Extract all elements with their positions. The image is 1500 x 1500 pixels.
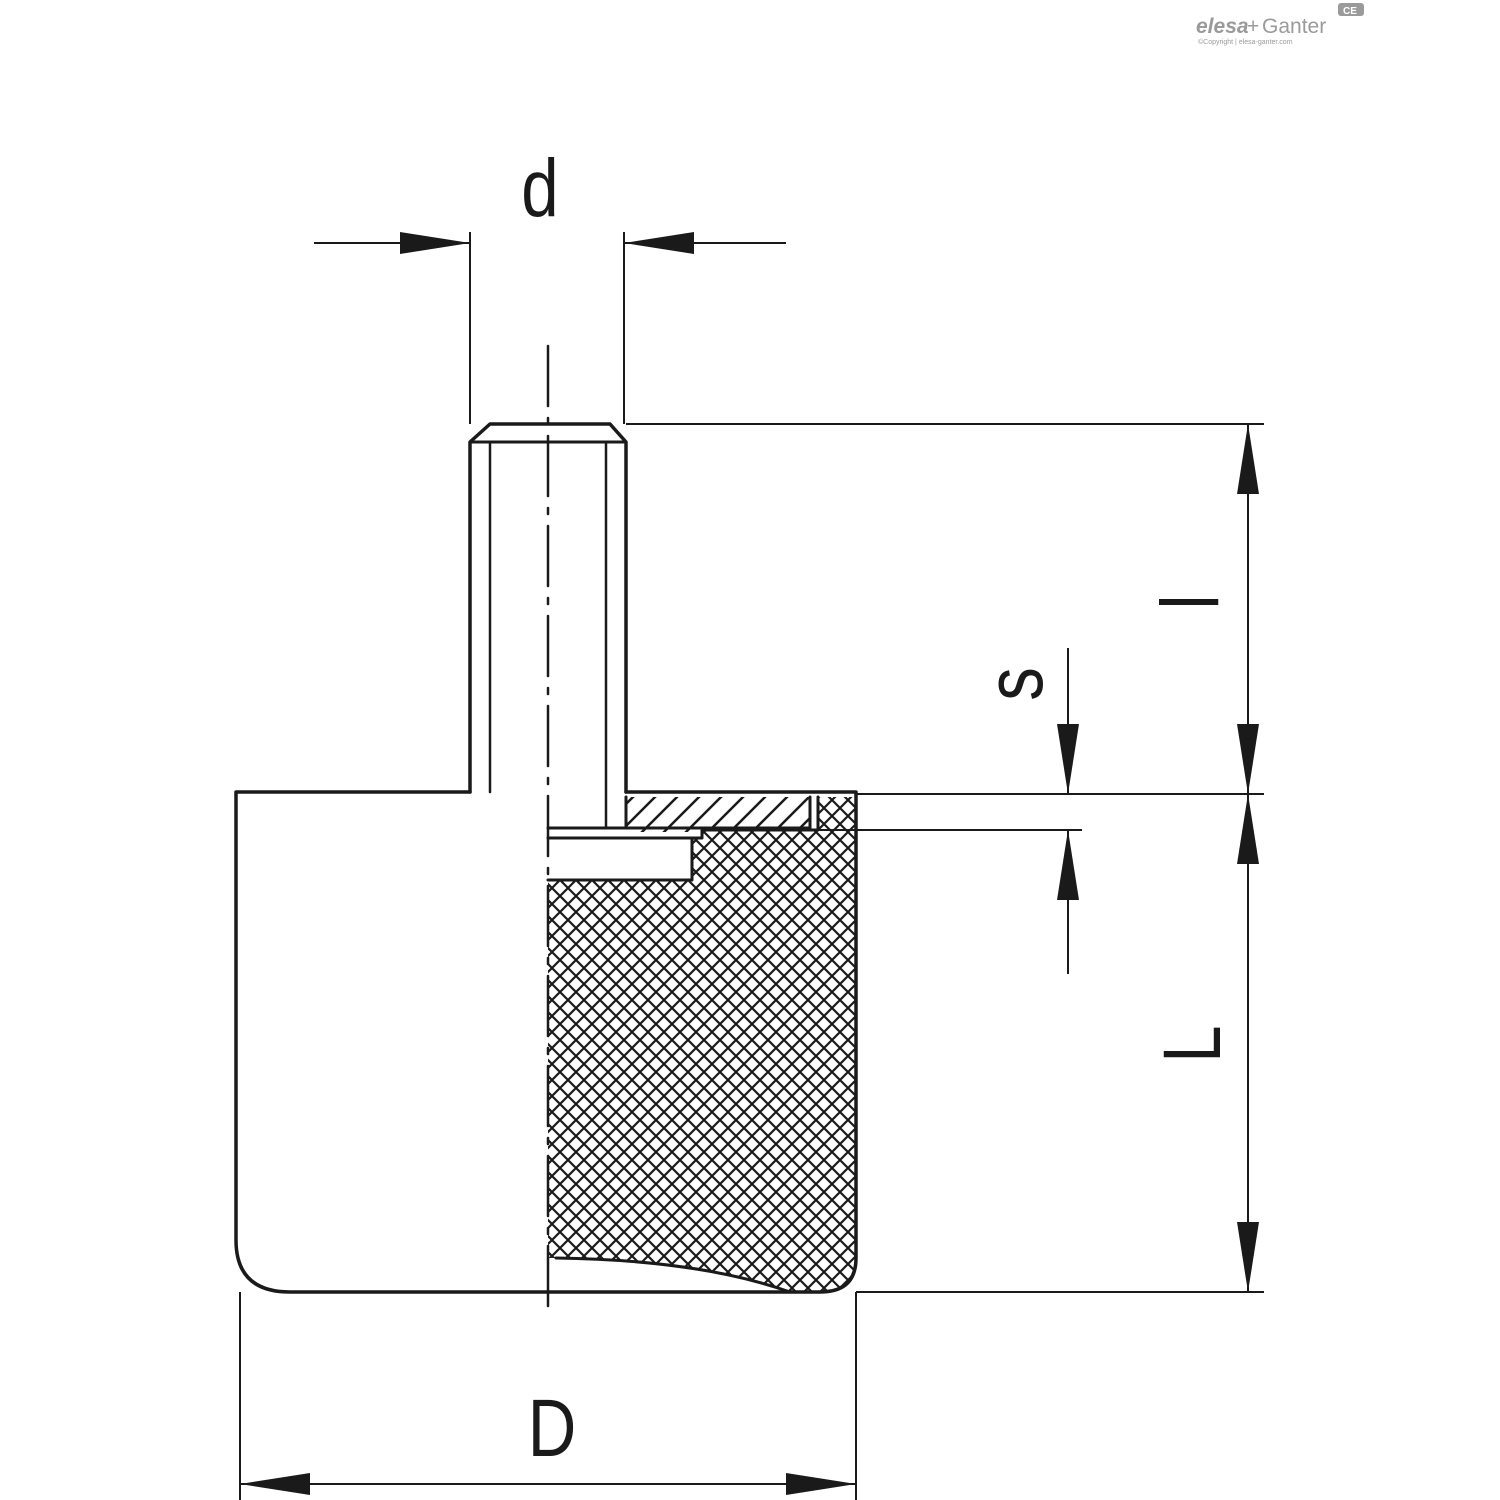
dimension-label-D: D [528, 1382, 577, 1474]
logo-brand-ganter: Ganter [1262, 15, 1326, 38]
logo-copyright: ©Copyright | elesa-ganter.com [1198, 38, 1293, 46]
dimension-L [1237, 794, 1259, 1292]
stud-head-outline [546, 826, 694, 882]
section-bottom-curve [554, 1256, 792, 1294]
dimension-lines [239, 232, 1264, 1500]
dimension-label-d: d [521, 142, 558, 234]
metal-washer-hatch [626, 797, 810, 832]
dimension-label-s: s [968, 667, 1060, 701]
dimension-label-L: L [1146, 1025, 1238, 1062]
rubber-buffer-part [234, 344, 858, 1318]
threaded-stud-outline [468, 422, 628, 794]
dimension-D [239, 1292, 857, 1500]
metal-washer-outline [624, 795, 820, 840]
dimension-d [314, 232, 786, 424]
logo-brand-separator: + [1247, 15, 1259, 38]
ce-mark-text: CE [1343, 6, 1357, 17]
dimension-l [1237, 424, 1259, 794]
buffer-body-outline [234, 790, 858, 1294]
ce-mark-badge [1338, 3, 1364, 16]
rubber-section-hatch [548, 797, 856, 1292]
logo-brand-elesa: elesa [1196, 15, 1249, 38]
dimension-label-l: l [1144, 595, 1236, 610]
dimension-s [1057, 648, 1079, 974]
elesa-ganter-logo: elesa + Ganter CE ©Copyright | elesa-gan… [1196, 3, 1364, 46]
